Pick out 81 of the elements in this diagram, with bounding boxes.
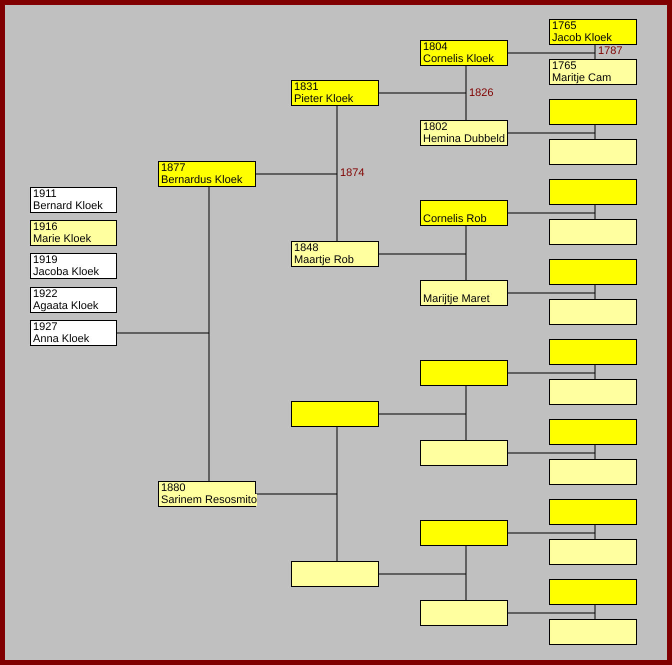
person-box [549, 299, 637, 325]
birth-year: 1927 [33, 321, 58, 333]
person-box [420, 120, 508, 146]
person-box [549, 459, 637, 485]
person-name: Cornelis Kloek [423, 53, 494, 65]
person-box [30, 287, 117, 313]
person-name: Agaata Kloek [33, 300, 98, 312]
person-box [158, 161, 256, 187]
birth-year: 1877 [161, 162, 186, 174]
person-name: Jacoba Kloek [33, 266, 100, 278]
person-name: Maartje Rob [294, 254, 354, 266]
family-line [378, 92, 466, 120]
person-name: Marijtje Maret [423, 293, 490, 305]
person-name: Maritje Cam [552, 72, 612, 84]
family-line [378, 254, 466, 280]
birth-year: 1765 [552, 60, 576, 72]
family-line [508, 52, 596, 60]
person-box [420, 200, 508, 226]
person-name: Cornelis Rob [423, 213, 487, 225]
family-line [508, 212, 596, 220]
person-box [420, 600, 508, 626]
person-box [291, 401, 379, 427]
family-line [508, 612, 596, 620]
birth-year: 1848 [294, 242, 318, 254]
person-box [420, 440, 508, 466]
person-box [420, 520, 508, 546]
person-box [30, 320, 117, 346]
person-box [549, 339, 637, 365]
person-name: Marie Kloek [33, 233, 92, 245]
person-box [420, 280, 508, 306]
person-box [158, 481, 256, 507]
marriage-year: 1787 [597, 45, 624, 57]
family-line [256, 174, 338, 242]
family-line [508, 452, 596, 460]
person-box [30, 220, 117, 246]
person-box [549, 579, 637, 605]
family-line [378, 414, 466, 440]
birth-year: 1916 [33, 221, 58, 233]
person-name: Jacob Kloek [552, 32, 612, 44]
person-box [420, 360, 508, 386]
marriage-year: 1874 [339, 167, 366, 179]
person-box [291, 561, 379, 587]
person-box [549, 19, 637, 45]
person-box [549, 259, 637, 285]
person-name: Bernardus Kloek [161, 174, 242, 186]
person-name: Hemina Dubbeld [423, 133, 505, 145]
marriage-year: 1826 [468, 87, 494, 99]
birth-year: 1804 [423, 41, 448, 53]
birth-year: 1831 [294, 81, 318, 93]
person-box [30, 187, 117, 213]
person-box [549, 379, 637, 405]
person-name: Sarinem Resosmito [161, 494, 257, 506]
person-box [549, 619, 637, 645]
family-line [508, 532, 596, 540]
birth-year: 1911 [33, 188, 57, 200]
person-box [420, 40, 508, 66]
family-line [508, 292, 596, 300]
family-line [116, 332, 210, 482]
person-box [549, 99, 637, 125]
birth-year: 1765 [552, 20, 576, 32]
person-box [291, 80, 379, 106]
birth-year: 1922 [33, 288, 58, 300]
person-box [549, 59, 637, 85]
person-box [549, 499, 637, 525]
birth-year: 1802 [423, 121, 448, 133]
person-box [549, 219, 637, 245]
family-line [508, 132, 596, 140]
person-box [549, 419, 637, 445]
person-box [291, 241, 379, 267]
birth-year: 1880 [161, 482, 186, 494]
person-name: Bernard Kloek [33, 200, 103, 212]
family-line [508, 372, 596, 380]
person-box [549, 179, 637, 205]
person-name: Pieter Kloek [294, 93, 354, 105]
family-line [378, 574, 466, 600]
person-box [549, 539, 637, 565]
birth-year: 1919 [33, 254, 58, 266]
person-name: Anna Kloek [33, 333, 90, 345]
person-box [549, 139, 637, 165]
person-box [30, 253, 117, 279]
family-line [256, 494, 338, 562]
